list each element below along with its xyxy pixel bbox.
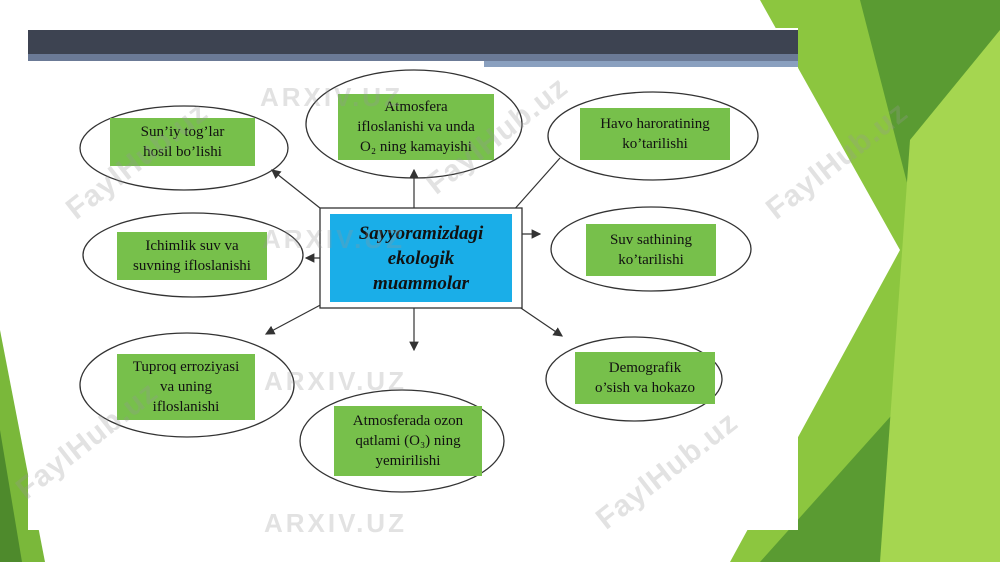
connector-artificial-mountains <box>271 169 326 213</box>
center-title: Sayyoramizdagi ekologik muammolar <box>330 214 512 302</box>
node-ozone-layer: Atmosferada ozon qatlami (O₃) ning yemir… <box>334 406 482 476</box>
node-temperature-rise: Havo haroratining ko’tarilishi <box>580 108 730 160</box>
ellipse-ozone-layer <box>299 389 505 493</box>
header-bar <box>28 30 798 54</box>
ellipse-soil-erosion <box>79 332 295 438</box>
node-demographic-growth: Demografik o’sish va hokazo <box>575 352 715 404</box>
ellipse-artificial-mountains <box>79 105 289 191</box>
connector-soil-erosion <box>264 301 327 335</box>
ellipse-atmosphere-pollution <box>305 69 523 179</box>
watermark-arxiv: ARXIV.UZ <box>264 508 407 538</box>
node-artificial-mountains: Sun’iy tog’lar hosil bo’lishi <box>110 118 255 166</box>
ellipse-temperature-rise <box>547 91 759 181</box>
node-water-level: Suv sathining ko’tarilishi <box>586 224 716 276</box>
header-accent-short <box>484 61 798 67</box>
connector-temperature-rise <box>511 157 561 213</box>
node-drinking-water: Ichimlik suv va suvning ifloslanishi <box>117 232 267 280</box>
watermark-arxiv: ARXIV.UZ <box>262 224 405 254</box>
left-dark-triangle <box>0 430 22 562</box>
right-light-triangle <box>880 30 1000 562</box>
node-soil-erosion: Tuproq erroziyasi va uning ifloslanishi <box>117 354 255 420</box>
ellipse-demographic-growth <box>545 336 723 422</box>
header-accent <box>28 54 798 61</box>
ellipse-drinking-water <box>82 212 304 298</box>
watermark-arxiv: ARXIV.UZ <box>264 366 407 396</box>
watermark-arxiv: ARXIV.UZ <box>260 82 403 112</box>
node-atmosphere-pollution: Atmosfera ifloslanishi va unda O₂ ning k… <box>338 94 494 160</box>
ellipse-water-level <box>550 206 752 292</box>
